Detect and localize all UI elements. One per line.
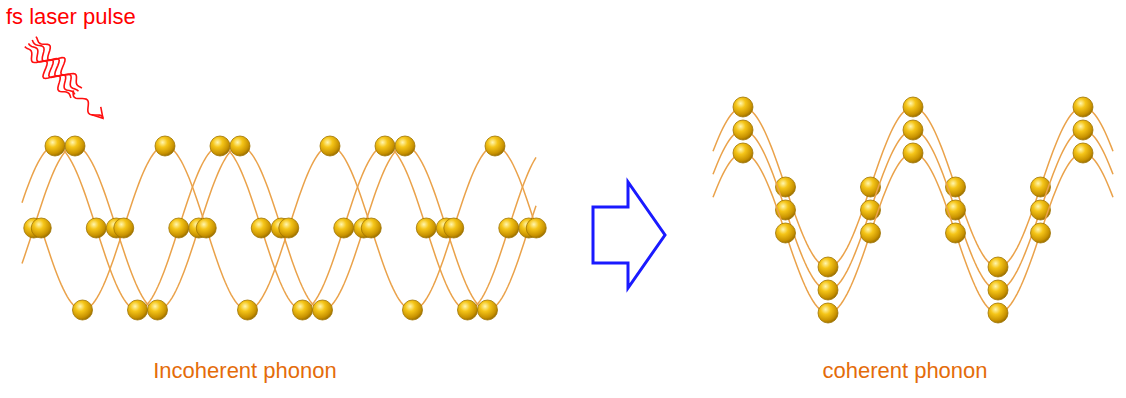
atom-ball xyxy=(334,218,354,238)
laser-wave xyxy=(25,47,71,98)
laser-arrowhead xyxy=(92,107,103,118)
atom-ball xyxy=(375,136,395,156)
atom-ball xyxy=(861,200,881,220)
atom-ball xyxy=(1031,223,1051,243)
atom-ball xyxy=(946,223,966,243)
atom-ball xyxy=(988,303,1008,323)
atom-ball xyxy=(128,300,148,320)
atom-ball xyxy=(733,120,753,140)
atom-ball xyxy=(818,257,838,277)
atom-ball xyxy=(251,218,271,238)
wave-line xyxy=(713,130,1113,290)
atom-ball xyxy=(478,300,498,320)
atom-ball xyxy=(776,223,796,243)
atom-ball xyxy=(776,200,796,220)
atom-ball xyxy=(65,136,85,156)
atom-ball xyxy=(313,300,333,320)
wave-line xyxy=(22,146,536,310)
atom-ball xyxy=(988,257,1008,277)
atom-ball xyxy=(733,143,753,163)
atom-ball xyxy=(818,303,838,323)
atom-ball xyxy=(279,218,299,238)
atom-ball xyxy=(818,280,838,300)
atom-ball xyxy=(238,300,258,320)
atom-ball xyxy=(526,218,546,238)
atom-ball xyxy=(946,200,966,220)
atom-ball xyxy=(293,300,313,320)
laser-tail xyxy=(73,90,103,118)
atom-ball xyxy=(988,280,1008,300)
wave-line xyxy=(713,153,1113,313)
atom-ball xyxy=(196,218,216,238)
atom-ball xyxy=(1073,120,1093,140)
state-label: coherent phonon xyxy=(822,358,987,384)
atom-ball xyxy=(776,177,796,197)
laser-pulse-symbol xyxy=(25,37,103,119)
atom-ball xyxy=(155,136,175,156)
atom-ball xyxy=(148,300,168,320)
atom-ball xyxy=(395,136,415,156)
transition-arrow xyxy=(593,182,665,288)
atom-ball xyxy=(416,218,436,238)
atom-ball xyxy=(361,218,381,238)
atom-ball xyxy=(903,143,923,163)
atom-ball xyxy=(210,136,230,156)
atom-ball xyxy=(903,97,923,117)
atom-ball xyxy=(45,136,65,156)
atom-ball xyxy=(86,218,106,238)
atom-ball xyxy=(320,136,340,156)
atom-ball xyxy=(1031,177,1051,197)
atom-ball xyxy=(861,223,881,243)
atom-ball xyxy=(458,300,478,320)
atom-ball xyxy=(903,120,923,140)
atom-ball xyxy=(31,218,51,238)
wave-line xyxy=(41,146,539,310)
laser-wave xyxy=(29,43,75,94)
atom-ball xyxy=(73,300,93,320)
laser-label: fs laser pulse xyxy=(6,4,136,30)
incoherent-waves xyxy=(22,136,546,320)
atom-ball xyxy=(114,218,134,238)
atom-ball xyxy=(733,97,753,117)
atom-ball xyxy=(169,218,189,238)
atom-ball xyxy=(1031,200,1051,220)
wave-line xyxy=(713,107,1113,267)
atom-ball xyxy=(230,136,250,156)
wave-line xyxy=(22,146,536,310)
state-label: Incoherent phonon xyxy=(153,358,337,384)
atom-ball xyxy=(403,300,423,320)
atom-ball xyxy=(946,177,966,197)
atom-ball xyxy=(499,218,519,238)
coherent-waves xyxy=(713,97,1113,323)
atom-ball xyxy=(861,177,881,197)
atom-ball xyxy=(444,218,464,238)
atom-ball xyxy=(485,136,505,156)
atom-ball xyxy=(1073,97,1093,117)
atom-ball xyxy=(1073,143,1093,163)
laser-wave xyxy=(32,40,78,91)
